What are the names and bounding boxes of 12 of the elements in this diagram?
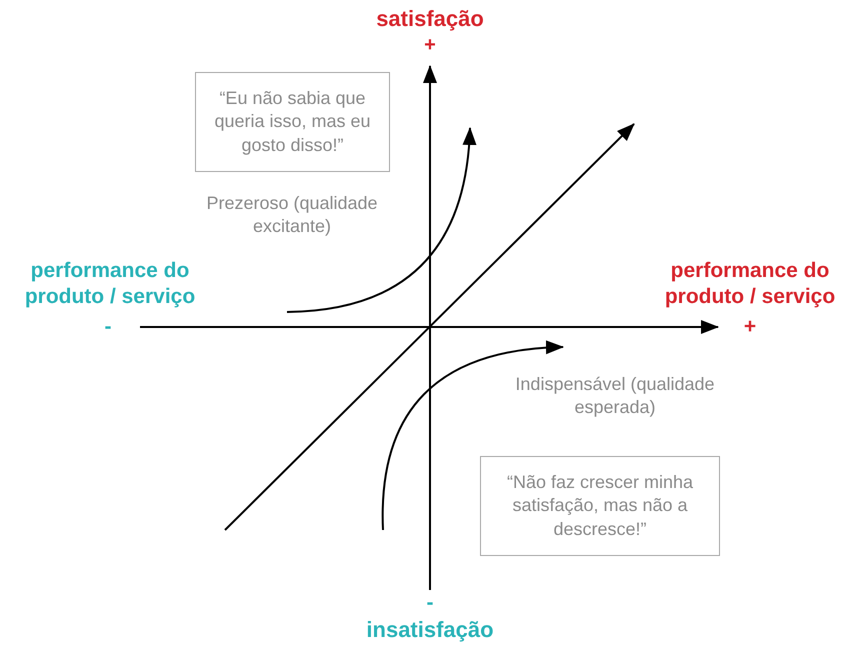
curve-label: Indispensável (qualidade esperada) — [514, 373, 716, 418]
axis-title: performance do produto / serviço — [24, 258, 196, 310]
quote-box: “Eu não sabia que queria isso, mas eu gosto disso!” — [195, 72, 390, 172]
axis-title: performance do produto / serviço — [664, 258, 836, 310]
axis-sign: + — [423, 33, 437, 58]
axis-title: satisfação — [375, 5, 485, 32]
curve-label: Prezeroso (qualidade excitante) — [205, 192, 379, 237]
quote-box: “Não faz crescer minha satisfação, mas não a descresce!” — [480, 456, 720, 556]
axis-title: insatisfação — [365, 616, 495, 644]
axis-sign: + — [742, 314, 758, 340]
axis-sign: - — [426, 590, 434, 616]
axis-sign: - — [104, 314, 112, 340]
